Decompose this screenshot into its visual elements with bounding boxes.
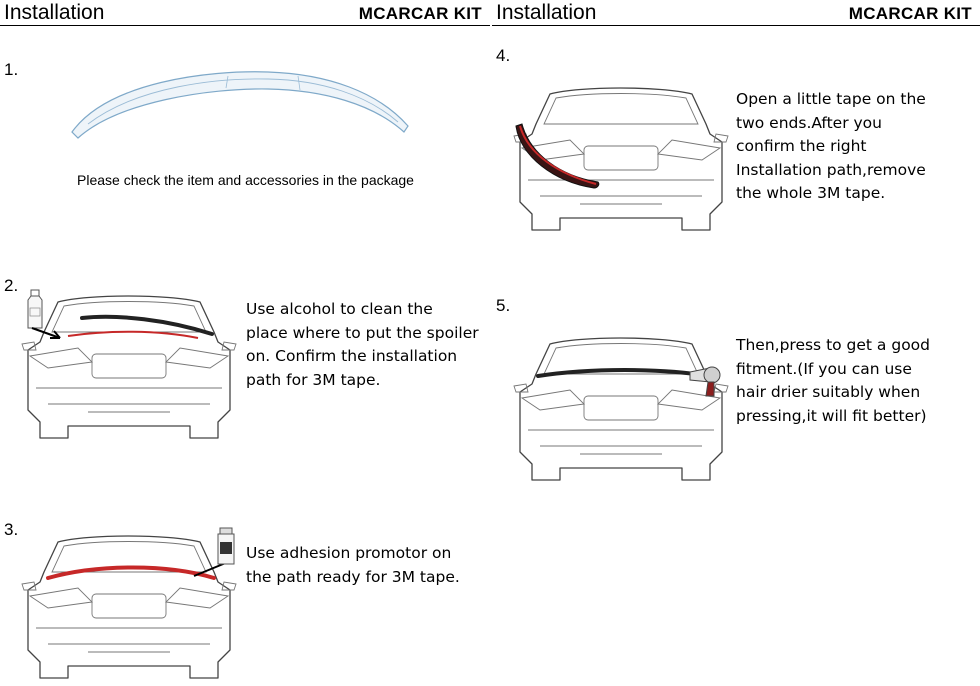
step-2-line: path for 3M tape.	[246, 370, 381, 389]
car-rear-step-2	[21, 295, 237, 439]
step-4-line: confirm the right	[736, 137, 867, 155]
spoiler-illustration	[71, 71, 409, 139]
step-5-line: hair drier suitably when	[736, 383, 921, 401]
step-5-line: Then,press to get a good	[736, 336, 930, 354]
adhesion-promoter-can-icon	[217, 527, 235, 565]
step-3-number: 3.	[4, 520, 19, 539]
brand-label: MCARCAR KIT	[358, 4, 482, 23]
step-2-line: on. Confirm the installation	[246, 347, 458, 365]
hair-dryer-icon	[689, 366, 721, 397]
step-4-line: Open a little tape on the	[736, 90, 926, 108]
left-header: Installation MCARCAR KIT	[0, 0, 490, 26]
step-4-line: Installation path,remove	[736, 160, 926, 179]
right-header: Installation MCARCAR KIT	[492, 0, 980, 26]
page-title: Installation	[4, 1, 105, 24]
step-2-line: place where to put the spoiler	[246, 323, 479, 342]
right-column: Installation MCARCAR KIT 4. Open a littl…	[492, 0, 980, 686]
step-2-line: Use alcohol to clean the	[246, 300, 433, 318]
step-3-line: the path ready for 3M tape.	[246, 567, 460, 586]
step-5-number: 5.	[496, 296, 511, 315]
car-rear-step-4	[513, 87, 729, 231]
step-4-line: the whole 3M tape.	[736, 184, 886, 202]
step-1-caption: Please check the item and accessories in…	[77, 172, 414, 188]
alcohol-bottle-icon	[27, 289, 43, 329]
step-3-line: Use adhesion promotor on	[246, 544, 452, 562]
car-rear-step-5	[513, 337, 729, 481]
step-5-line: pressing,it will fit better)	[736, 406, 927, 425]
brand-label: MCARCAR KIT	[848, 4, 972, 23]
step-2-text: Use alcohol to clean the place where to …	[246, 298, 479, 392]
car-rear-step-3	[21, 535, 237, 679]
step-5-text: Then,press to get a good fitment.(If you…	[736, 334, 930, 428]
page-title: Installation	[496, 1, 597, 24]
step-2-number: 2.	[4, 276, 19, 295]
step-3-text: Use adhesion promotor on the path ready …	[246, 542, 460, 589]
left-column: Installation MCARCAR KIT 1. Please check…	[0, 0, 490, 679]
step-5-line: fitment.(If you can use	[736, 359, 912, 378]
step-4-number: 4.	[496, 46, 511, 65]
step-4-line: two ends.After you	[736, 113, 882, 132]
step-4-text: Open a little tape on the two ends.After…	[736, 88, 926, 206]
step-1-number: 1.	[4, 60, 19, 79]
